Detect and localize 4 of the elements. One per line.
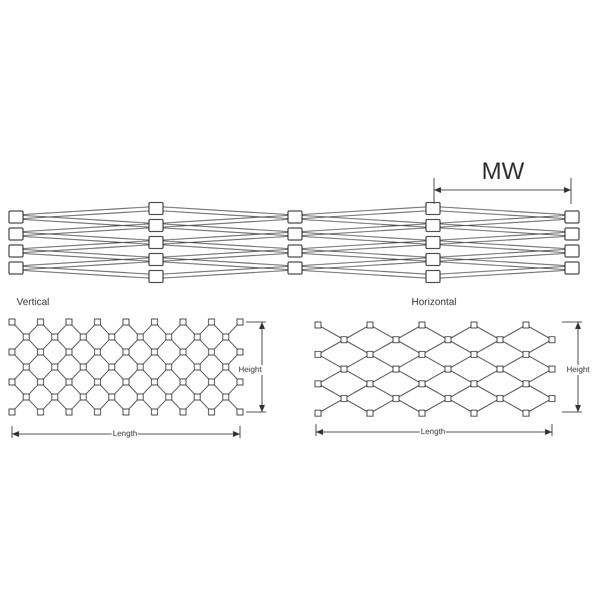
dimension-label: Length (112, 429, 138, 439)
dimension-label: Length (420, 427, 446, 437)
dimension-label: Height (237, 365, 263, 375)
dimension-label: Height (565, 365, 591, 375)
